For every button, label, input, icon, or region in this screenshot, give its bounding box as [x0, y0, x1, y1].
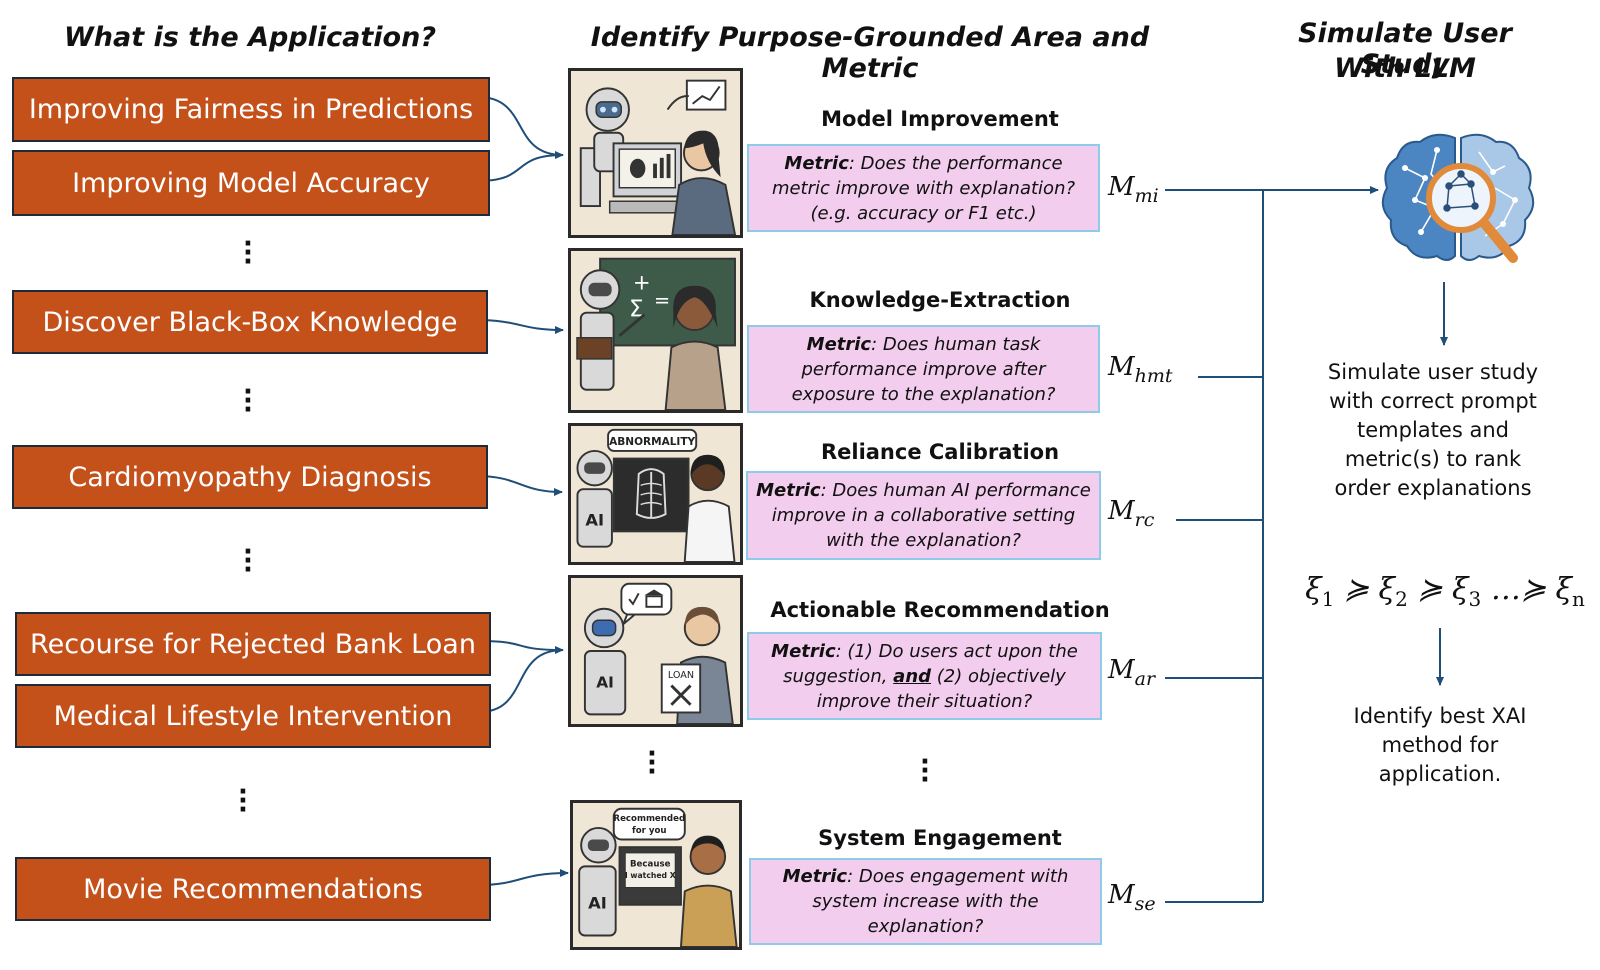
ellipsis-panels: ··· [647, 739, 657, 787]
app-cardiomyopathy: Cardiomyopathy Diagnosis [12, 445, 488, 509]
metric-box-knowledge-extraction: Metric: Does human task performance impr… [747, 325, 1100, 413]
app-improving-accuracy: Improving Model Accuracy [12, 150, 490, 216]
connector-lifestyle [478, 649, 564, 713]
app-improving-fairness: Improving Fairness in Predictions [12, 77, 490, 142]
simulation-description: Simulate user study with correct prompt … [1327, 360, 1539, 500]
metric-and-emphasis: and [893, 665, 932, 687]
panel-reliance-calibration: ABNORMALITY AI [568, 423, 743, 565]
area-title-system-engagement: System Engagement [818, 826, 1062, 850]
because-line2: I watched X [625, 871, 676, 880]
loan-label: LOAN [668, 670, 694, 681]
ai-label-actionable: AI [596, 674, 614, 692]
result-text: Identify best XAI method for application… [1353, 704, 1527, 786]
app-recourse-loan: Recourse for Rejected Bank Loan [15, 612, 491, 676]
panel-model-improvement [568, 68, 743, 238]
ai-label-engagement: AI [588, 894, 607, 913]
app-black-box-knowledge: Discover Black-Box Knowledge [12, 290, 488, 354]
connector-cardio [475, 475, 563, 496]
panel-actionable-recommendation: AI LOAN [568, 575, 743, 727]
simulate-column-header-line2: With LLM [1334, 53, 1476, 84]
ai-label-reliance: AI [585, 511, 604, 530]
metric-symbol-mi: Mmi [1108, 172, 1159, 207]
metric-text: : Does human task performance improve af… [791, 333, 1056, 405]
app-lifestyle-intervention: Medical Lifestyle Intervention [15, 684, 491, 748]
recommended-line2: for you [632, 826, 667, 836]
connector-knowledge [475, 319, 564, 334]
metric-text: : Does engagement with system increase w… [812, 866, 1069, 937]
svg-text:Σ: Σ [629, 297, 644, 323]
metric-box-model-improvement: Metric: Does the performance metric impr… [747, 144, 1100, 232]
svg-text:+: + [633, 270, 651, 295]
metric-label: Metric [806, 333, 872, 355]
panel-knowledge-extraction: + Σ = [568, 248, 743, 413]
ellipsis-3: ··· [243, 537, 253, 585]
metric-label: Metric [771, 640, 836, 662]
metric-text-part1: : (1) Do users act upon the suggestion, [783, 640, 1078, 687]
metric-symbol-se: Mse [1108, 880, 1156, 915]
metric-label: Metric [756, 480, 821, 501]
metric-symbol-rc: Mrc [1108, 496, 1155, 531]
llm-brain-magnifier-icon [1381, 133, 1535, 263]
svg-text:=: = [654, 289, 670, 312]
metric-box-actionable-recommendation: Metric: (1) Do users act upon the sugges… [747, 632, 1102, 720]
metric-box-reliance-calibration: Metric: Does human AI performance improv… [746, 471, 1101, 560]
area-title-model-improvement: Model Improvement [821, 107, 1059, 131]
metric-label: Metric [784, 152, 849, 174]
ellipsis-4: ··· [238, 777, 248, 825]
metric-label: Metric [782, 866, 848, 887]
abnormality-label: ABNORMALITY [609, 436, 695, 448]
area-title-reliance-calibration: Reliance Calibration [820, 440, 1060, 464]
connector-fairness [477, 96, 564, 159]
metric-text: : Does human AI performance improve in a… [771, 480, 1091, 551]
ellipsis-1: ··· [243, 229, 253, 277]
because-line1: Because [630, 859, 671, 869]
ellipsis-metrics: ··· [920, 747, 930, 795]
metric-symbol-hmt: Mhmt [1108, 352, 1173, 387]
metric-text: : Does the performance metric improve wi… [771, 152, 1076, 224]
metric-symbol-ar: Mar [1108, 655, 1156, 690]
metric-text-part2: (2) objectively improve their situation? [816, 665, 1066, 712]
explanation-ranking: ξ1 ≽ ξ2 ≽ ξ3 …≽ ξn [1305, 572, 1585, 611]
area-metric-column-header: Identify Purpose-Grounded Area and Metri… [590, 22, 1150, 84]
area-title-knowledge-extraction: Knowledge-Extraction [809, 288, 1071, 312]
ellipsis-2: ··· [243, 377, 253, 425]
simulate-column-header-line1: Simulate User Study [1298, 18, 1512, 80]
connector-accuracy [477, 154, 564, 182]
application-column-header: What is the Application? [64, 22, 436, 53]
metric-box-system-engagement: Metric: Does engagement with system incr… [749, 858, 1102, 945]
app-movie-recommendations: Movie Recommendations [15, 857, 491, 921]
connector-recourse [478, 640, 564, 654]
recommended-line1: Recommended [613, 814, 685, 824]
connector-movie [478, 869, 569, 886]
panel-system-engagement: Recommended for you Because I watched X … [570, 800, 742, 950]
area-title-actionable-recommendation: Actionable Recommendation [770, 598, 1110, 622]
